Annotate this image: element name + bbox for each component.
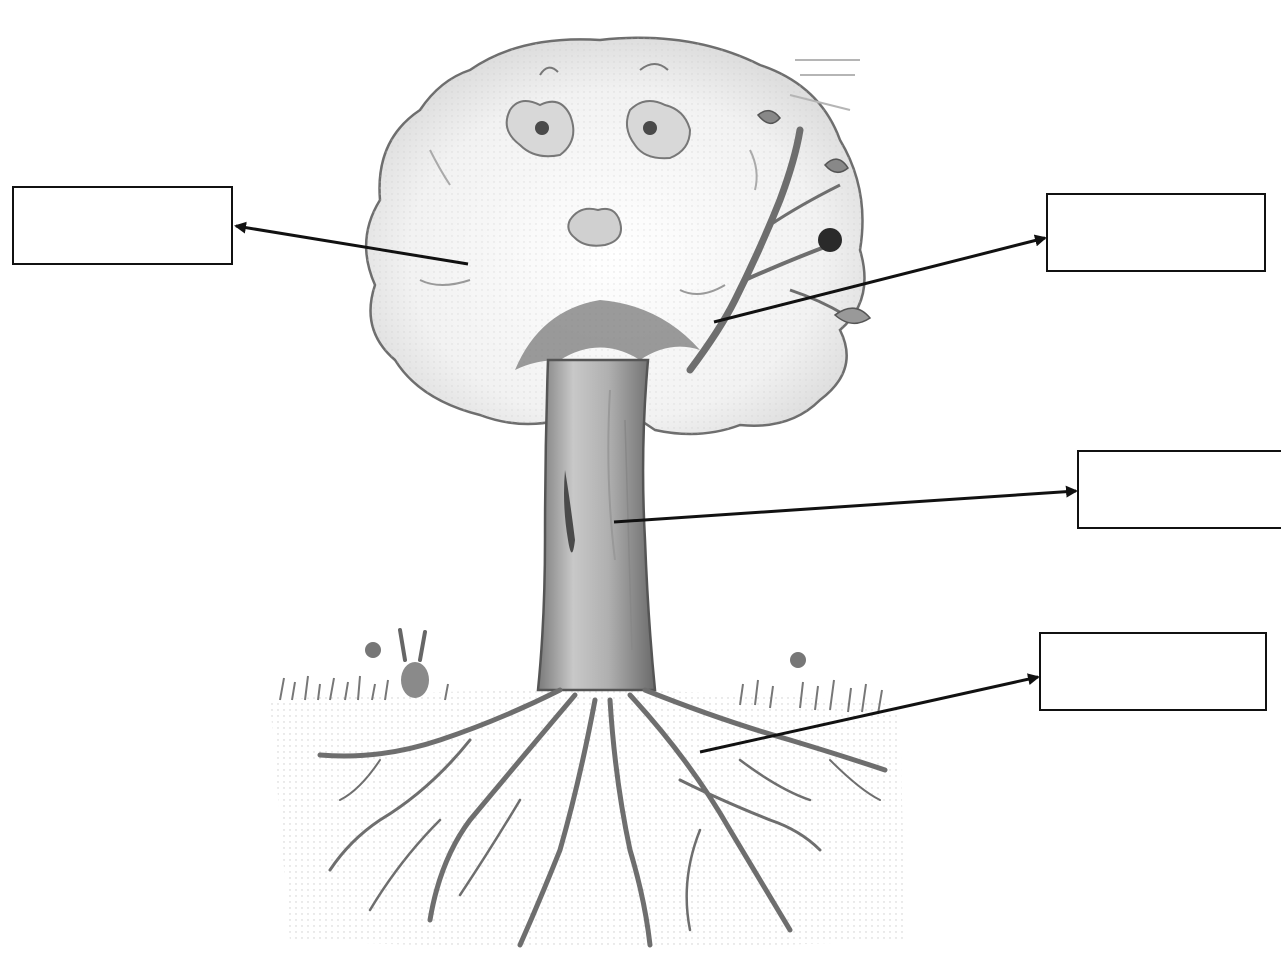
label-box-leaves[interactable] [12, 186, 233, 265]
rabbit-drawing [400, 630, 429, 698]
label-box-trunk[interactable] [1077, 450, 1281, 529]
arrow-to-trunk-box [614, 491, 1076, 522]
label-box-roots[interactable] [1039, 632, 1267, 711]
label-box-branch[interactable] [1046, 193, 1266, 272]
tree-trunk [538, 360, 655, 690]
